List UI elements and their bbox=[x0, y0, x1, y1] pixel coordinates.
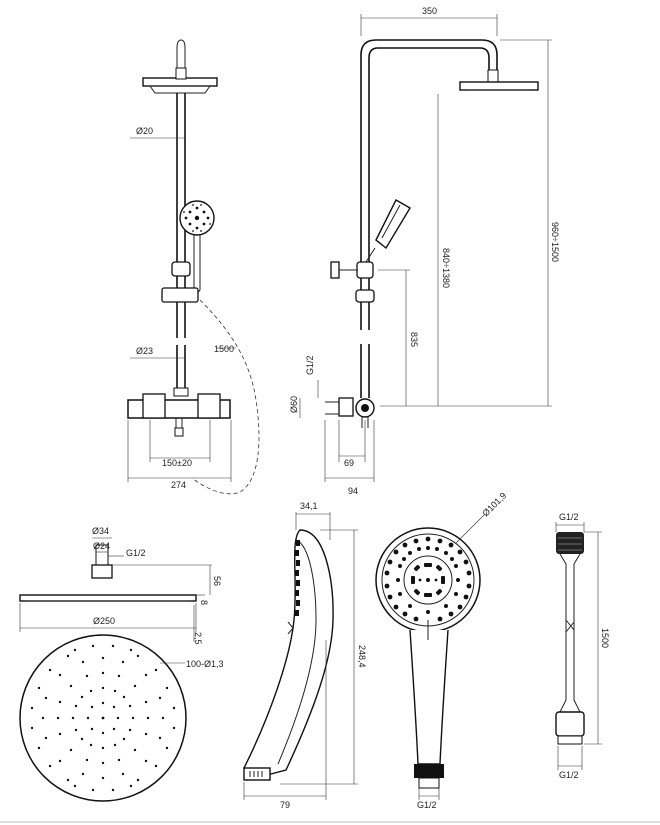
front-handshower-nozzles bbox=[183, 204, 211, 232]
dim-valve-center-distance: 150±20 bbox=[162, 458, 192, 468]
side-view: 350 960÷1500 840÷1380 835 G1/2 Ø60 69 94 bbox=[289, 6, 560, 496]
head-shower-detail: Ø34 Ø24 G1/2 56 8 2,5 Ø250 bbox=[19, 526, 224, 802]
dim-handshower-thread: G1/2 bbox=[417, 800, 437, 810]
handshower-nozzles-outer bbox=[384, 536, 472, 622]
dim-holder-height: 835 bbox=[409, 332, 419, 347]
dim-pipe-diameter: Ø20 bbox=[136, 126, 153, 136]
dim-inlet-thread: G1/2 bbox=[305, 355, 315, 375]
hose-detail: G1/2 1500 G1/2 bbox=[555, 512, 610, 780]
dim-handshower-face-diameter: Ø101,9 bbox=[480, 490, 508, 518]
dim-edge-thickness: 2,5 bbox=[193, 632, 203, 645]
dim-valve-depth: 69 bbox=[344, 458, 354, 468]
handshower-nozzles-inner bbox=[411, 563, 445, 597]
dim-connector-outer: Ø34 bbox=[92, 526, 109, 536]
dim-arm-reach: 350 bbox=[422, 6, 437, 16]
dim-hose-top-thread: G1/2 bbox=[559, 512, 579, 522]
dim-valve-diameter: Ø60 bbox=[289, 396, 299, 413]
dim-plate-thickness: 8 bbox=[199, 600, 209, 605]
dim-valve-total-depth: 94 bbox=[348, 486, 358, 496]
dim-hose-length: 1500 bbox=[214, 344, 234, 354]
dim-nozzles: 100-Ø1,3 bbox=[186, 659, 224, 669]
handshower-side-detail: 34,1 248,4 79 bbox=[243, 501, 367, 810]
head-shower-nozzles bbox=[30, 644, 176, 792]
dim-hose-bottom-thread: G1/2 bbox=[559, 770, 579, 780]
dim-valve-total-width: 274 bbox=[171, 480, 186, 490]
dim-total-height: 960÷1500 bbox=[550, 222, 560, 262]
side-shower-head bbox=[459, 81, 539, 91]
handshower-front-detail: Ø101,9 G1/2 bbox=[375, 490, 508, 810]
dim-head-height: 840÷1380 bbox=[441, 248, 451, 288]
dim-handshower-width: 79 bbox=[280, 800, 290, 810]
dim-head-diameter: Ø250 bbox=[93, 616, 115, 626]
dim-connector-height: 56 bbox=[212, 576, 222, 586]
dim-connector-inner: Ø24 bbox=[93, 541, 110, 551]
dim-hose-total-length: 1500 bbox=[600, 628, 610, 648]
dim-handshower-length: 248,4 bbox=[357, 645, 367, 668]
dim-lower-pipe-diameter: Ø23 bbox=[136, 346, 153, 356]
dim-connector-thread: G1/2 bbox=[126, 548, 146, 558]
dim-handshower-thickness: 34,1 bbox=[300, 501, 318, 511]
front-view: Ø20 Ø23 1500 150±20 274 bbox=[127, 39, 260, 495]
